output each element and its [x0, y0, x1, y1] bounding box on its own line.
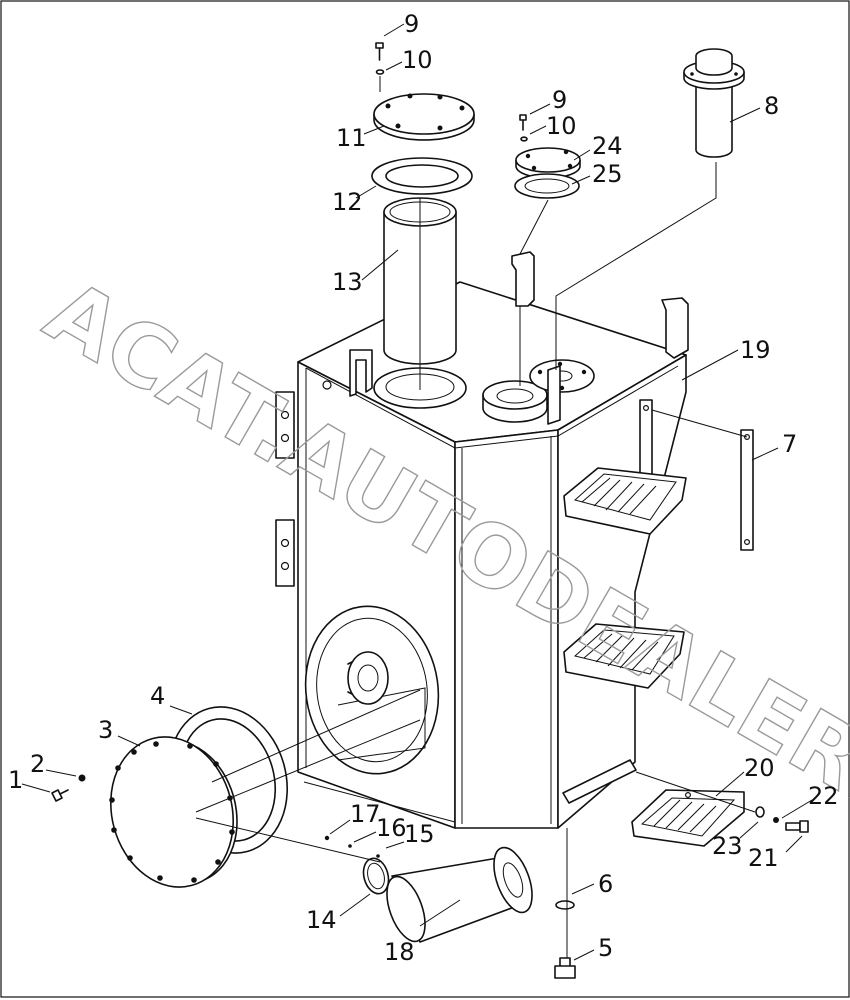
top-bracket-right [661, 297, 689, 359]
callout-10-top-right: 10 [546, 112, 577, 140]
top-bracket-left [349, 349, 373, 397]
callout-12: 12 [332, 188, 363, 216]
left-mounting-plates [275, 391, 295, 587]
fasteners-20 [755, 806, 809, 833]
part-6-washer [555, 900, 575, 910]
bolt-washer-top-left [375, 42, 385, 92]
callout-9-top-left: 9 [404, 10, 419, 38]
bolt-washer-1-2 [51, 774, 86, 802]
part-12-gasket [371, 157, 473, 195]
part-25-small-gasket [514, 173, 580, 199]
bolt-washer-top-right [519, 114, 528, 142]
callout-5: 5 [598, 934, 613, 962]
callout-24: 24 [592, 132, 623, 160]
lower-step [563, 623, 685, 689]
callout-6: 6 [598, 870, 613, 898]
callout-labels: 9 10 11 12 13 9 10 24 25 8 19 7 20 22 23… [8, 10, 839, 966]
tank-top-sender-flange [529, 359, 595, 393]
callout-16: 16 [376, 814, 407, 842]
callout-23: 23 [712, 832, 743, 860]
callout-11: 11 [336, 124, 367, 152]
upper-step [563, 467, 687, 535]
callout-15: 15 [404, 820, 435, 848]
callout-14: 14 [306, 906, 337, 934]
callout-2: 2 [30, 750, 45, 778]
leader-lines [21, 23, 813, 961]
part-3-cover-plate [109, 736, 238, 888]
callout-18: 18 [384, 938, 415, 966]
callout-20: 20 [744, 754, 775, 782]
callout-4: 4 [150, 682, 165, 710]
part-8-breather [683, 48, 745, 158]
top-bracket-center [511, 251, 535, 307]
tank-side-opening [304, 605, 440, 775]
callout-22: 22 [808, 782, 839, 810]
top-bracket-mid [547, 365, 561, 425]
lower-bracket [562, 759, 637, 804]
part-20-step [631, 789, 745, 847]
callout-10-top-left: 10 [402, 46, 433, 74]
part-5-bolt [554, 957, 576, 979]
callout-9-top-right: 9 [552, 86, 567, 114]
callout-19: 19 [740, 336, 771, 364]
part-11-cover [373, 93, 475, 141]
callout-7: 7 [782, 430, 797, 458]
part-18-filter-element [386, 846, 533, 943]
callout-13: 13 [332, 268, 363, 296]
callout-25: 25 [592, 160, 623, 188]
callout-17: 17 [350, 800, 381, 828]
part-14-o-ring [362, 857, 390, 895]
callout-1: 1 [8, 766, 23, 794]
callout-3: 3 [98, 716, 113, 744]
callout-8: 8 [764, 92, 779, 120]
callout-21: 21 [748, 844, 779, 872]
